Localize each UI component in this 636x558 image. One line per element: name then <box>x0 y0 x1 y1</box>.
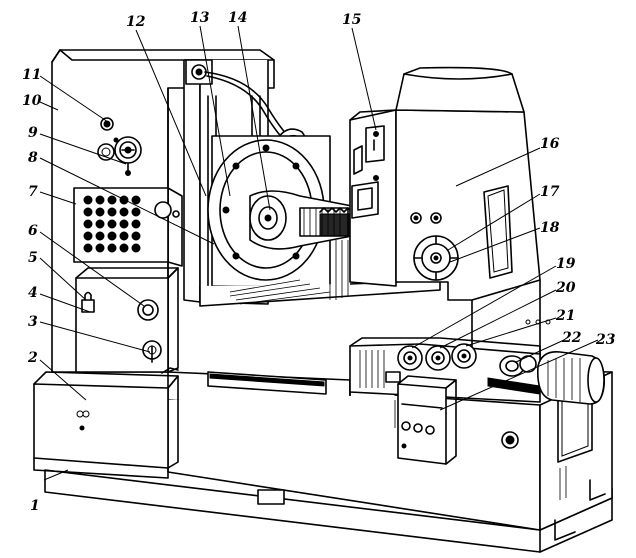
panel-button <box>131 219 141 229</box>
machine-bed <box>44 369 613 553</box>
lower-cabinet <box>33 371 179 479</box>
label-3: 3 <box>28 314 38 330</box>
label-16: 16 <box>540 136 560 152</box>
pendant-control <box>397 375 457 465</box>
panel-button <box>95 243 105 253</box>
label-11: 11 <box>22 67 41 83</box>
label-23: 23 <box>595 332 616 348</box>
panel-button <box>95 207 105 217</box>
panel-button <box>131 231 141 241</box>
drive-motor <box>536 350 606 405</box>
panel-button <box>83 207 93 217</box>
label-13: 13 <box>190 10 210 26</box>
panel-button <box>107 207 117 217</box>
label-8: 8 <box>28 150 38 166</box>
tailstock-column <box>349 109 397 287</box>
panel-button <box>119 231 129 241</box>
panel-button <box>119 219 129 229</box>
label-9: 9 <box>28 125 38 141</box>
hob-carriage <box>207 135 357 287</box>
label-1: 1 <box>30 498 40 514</box>
panel-button <box>107 231 117 241</box>
panel-button <box>107 195 117 205</box>
table-unit <box>349 319 551 403</box>
label-22: 22 <box>561 330 582 346</box>
label-6: 6 <box>28 223 38 239</box>
label-18: 18 <box>540 220 560 236</box>
right-column <box>395 66 541 381</box>
label-21: 21 <box>555 308 575 324</box>
panel-button <box>83 219 93 229</box>
part-labels: 1 2 3 4 5 6 7 8 9 10 11 12 13 14 15 16 1… <box>22 10 616 514</box>
label-7: 7 <box>28 184 38 200</box>
label-4: 4 <box>28 285 38 301</box>
panel-button <box>119 207 129 217</box>
panel-button <box>131 207 141 217</box>
label-20: 20 <box>555 280 576 296</box>
panel-button <box>107 219 117 229</box>
panel-button <box>107 243 117 253</box>
label-17: 17 <box>540 184 560 200</box>
panel-button <box>83 231 93 241</box>
label-12: 12 <box>126 14 146 30</box>
label-14: 14 <box>228 10 247 26</box>
panel-button <box>131 243 141 253</box>
label-19: 19 <box>556 256 576 272</box>
panel-button <box>95 219 105 229</box>
label-15: 15 <box>342 12 361 28</box>
panel-button <box>95 231 105 241</box>
label-5: 5 <box>28 250 38 266</box>
electrical-cabinet <box>75 267 179 374</box>
panel-button <box>83 195 93 205</box>
panel-button <box>131 195 141 205</box>
panel-button <box>119 243 129 253</box>
label-2: 2 <box>27 350 38 366</box>
leader-lines <box>39 25 599 481</box>
button-grid <box>83 195 141 253</box>
panel-button <box>95 195 105 205</box>
label-10: 10 <box>22 93 42 109</box>
panel-button <box>83 243 93 253</box>
